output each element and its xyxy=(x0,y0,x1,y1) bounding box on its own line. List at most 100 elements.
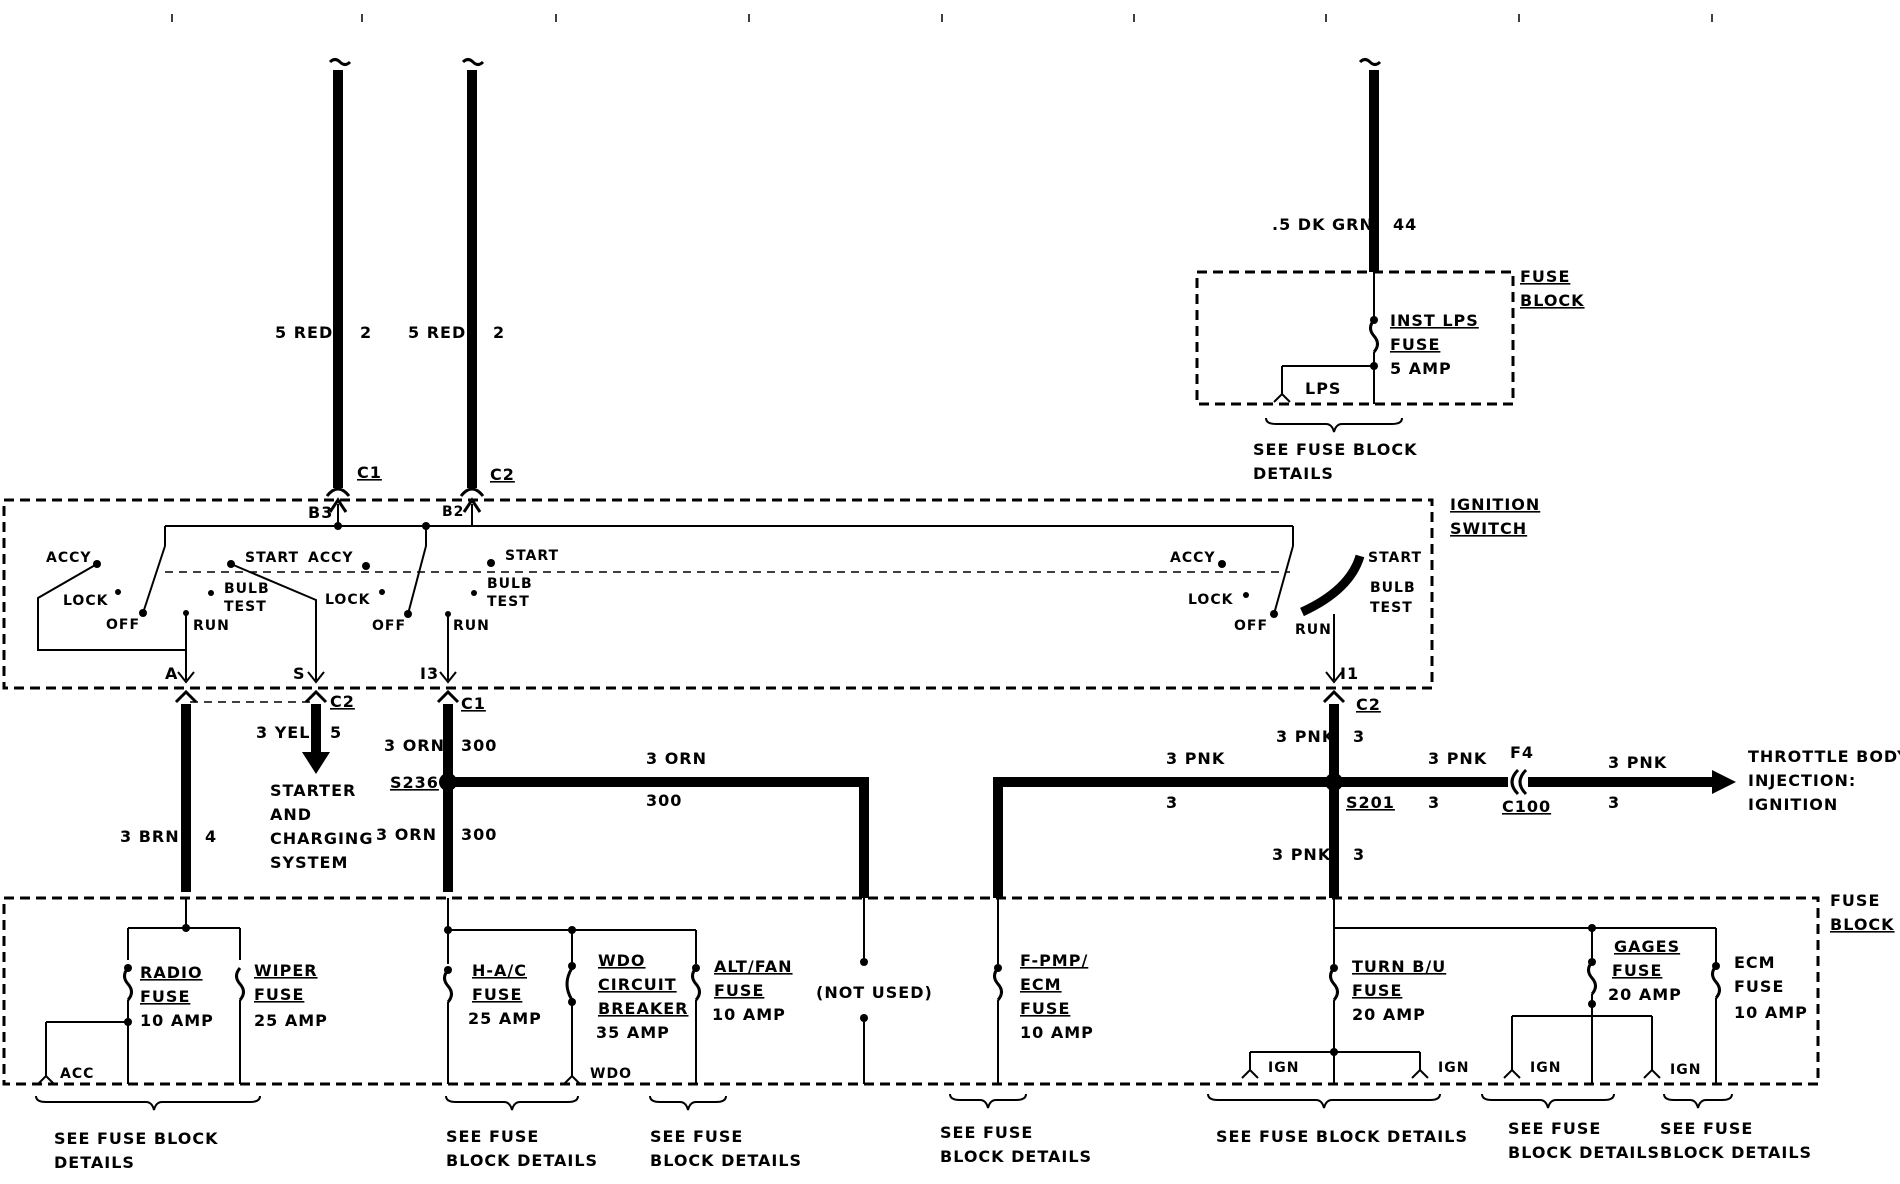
fuse-name: FUSE xyxy=(140,987,190,1006)
wire-c1-top: 5 RED 2 C1 xyxy=(275,58,381,497)
pin-label: A xyxy=(165,664,178,683)
fuse-block-title: BLOCK xyxy=(1520,291,1585,310)
connector-label: C100 xyxy=(1502,797,1551,816)
position-label: TEST xyxy=(1370,600,1413,616)
fuse-name: F-PMP/ xyxy=(1020,951,1088,970)
pin-label: S xyxy=(293,664,306,683)
fuse-name: ALT/FAN xyxy=(714,957,793,976)
breaker-name: BREAKER xyxy=(598,999,688,1018)
details-label: BLOCK DETAILS xyxy=(940,1147,1092,1166)
destination-label: INJECTION: xyxy=(1748,771,1856,790)
splice-label: S201 xyxy=(1346,793,1395,812)
details-label: SEE FUSE xyxy=(940,1123,1033,1142)
terminal-label: LPS xyxy=(1305,379,1341,398)
details-label: BLOCK DETAILS xyxy=(1508,1143,1660,1162)
position-label: ACCY xyxy=(308,550,354,566)
position-label: BULB xyxy=(487,576,533,592)
details-label: DETAILS xyxy=(54,1153,135,1172)
connector-label: C1 xyxy=(461,694,486,713)
circuit-number: 3 xyxy=(1428,793,1440,812)
details-label: SEE FUSE xyxy=(650,1127,743,1146)
details-label: BLOCK DETAILS xyxy=(1660,1143,1812,1162)
details-top: SEE FUSE BLOCK DETAILS xyxy=(1253,417,1416,483)
position-label: OFF xyxy=(1234,618,1268,634)
fuse-name: ECM xyxy=(1020,975,1062,994)
wire-label: 5 RED xyxy=(408,323,466,342)
pin-label: B3 xyxy=(308,503,333,522)
connector-label: F4 xyxy=(1510,743,1534,762)
destination-label: CHARGING xyxy=(270,829,373,848)
wire-orn: C1 S236 3 ORN 300 3 ORN 300 3 ORN 300 xyxy=(376,689,869,898)
position-label: ACCY xyxy=(1170,550,1216,566)
breaker-name: WDO xyxy=(598,951,646,970)
details-label: SEE FUSE xyxy=(446,1127,539,1146)
destination-label: STARTER xyxy=(270,781,356,800)
wire-label: 3 PNK xyxy=(1272,845,1331,864)
fuse-amp: 10 AMP xyxy=(1734,1003,1808,1022)
details-label: SEE FUSE xyxy=(1660,1119,1753,1138)
wire-label: 3 PNK xyxy=(1276,727,1335,746)
wire-label: 3 PNK xyxy=(1166,749,1225,768)
fuse-name: TURN B/U xyxy=(1352,957,1446,976)
circuit-number: 44 xyxy=(1393,215,1417,234)
fuse-amp: 5 AMP xyxy=(1390,359,1452,378)
wire-label: 3 YEL xyxy=(256,723,310,742)
switch-title: IGNITION xyxy=(1450,495,1540,514)
wire-label: 3 ORN xyxy=(646,749,707,768)
wire-pnk: C2 S201 3 PNK 3 3 PNK 3 3 PNK 3 F4 C100 … xyxy=(993,689,1900,898)
fuse-name: GAGES xyxy=(1614,937,1680,956)
position-label: ACCY xyxy=(46,550,92,566)
fuse-name: FUSE xyxy=(1734,977,1784,996)
pin-label: B2 xyxy=(442,504,464,520)
fuse-name: INST LPS xyxy=(1390,311,1479,330)
circuit-number: 3 xyxy=(1353,727,1365,746)
position-label: LOCK xyxy=(63,593,109,609)
circuit-number: 300 xyxy=(461,736,497,755)
switch-title: SWITCH xyxy=(1450,519,1527,538)
details-label: DETAILS xyxy=(1253,464,1334,483)
circuit-number: 2 xyxy=(493,323,505,342)
wire-yel: C2 3 YEL 5 STARTER AND CHARGING SYSTEM xyxy=(256,689,373,872)
fuse-amp: 10 AMP xyxy=(1020,1023,1094,1042)
wire-label: .5 DK GRN xyxy=(1272,215,1374,234)
position-label: LOCK xyxy=(325,592,371,608)
fuse-name: FUSE xyxy=(1352,981,1402,1000)
fuse-name: FUSE xyxy=(714,981,764,1000)
details-label: SEE FUSE BLOCK xyxy=(54,1129,218,1148)
splice-label: S236 xyxy=(390,773,439,792)
destination-label: AND xyxy=(270,805,312,824)
circuit-number: 5 xyxy=(330,723,342,742)
wire-label: 5 RED xyxy=(275,323,333,342)
circuit-number: 2 xyxy=(360,323,372,342)
fuse-name: RADIO xyxy=(140,963,203,982)
fuse-amp: 10 AMP xyxy=(712,1005,786,1024)
wire-label: 3 ORN xyxy=(384,736,445,755)
wire-label: 3 ORN xyxy=(376,825,437,844)
terminal-label: IGN xyxy=(1268,1060,1299,1076)
destination-label: THROTTLE BODY xyxy=(1748,747,1900,766)
position-label: RUN xyxy=(193,618,230,634)
position-label: BULB xyxy=(224,581,270,597)
details-label: BLOCK DETAILS xyxy=(446,1151,598,1170)
fuse-amp: 10 AMP xyxy=(140,1011,214,1030)
circuit-number: 3 xyxy=(1166,793,1178,812)
breaker-name: CIRCUIT xyxy=(598,975,677,994)
position-label: BULB xyxy=(1370,580,1416,596)
fuse-name: WIPER xyxy=(254,961,318,980)
terminal-label: WDO xyxy=(590,1066,632,1082)
not-used-label: (NOT USED) xyxy=(816,983,933,1002)
position-label: START xyxy=(505,548,559,564)
details-label: BLOCK DETAILS xyxy=(650,1151,802,1170)
position-label: LOCK xyxy=(1188,592,1234,608)
position-label: RUN xyxy=(453,618,490,634)
position-label: OFF xyxy=(372,618,406,634)
fuse-amp: 20 AMP xyxy=(1608,985,1682,1004)
circuit-number: 300 xyxy=(646,791,682,810)
terminal-label: ACC xyxy=(60,1066,94,1082)
fuse-name: FUSE xyxy=(254,985,304,1004)
fuse-name: FUSE xyxy=(472,985,522,1004)
wire-label: 3 BRN xyxy=(120,827,180,846)
details-label: SEE FUSE xyxy=(1508,1119,1601,1138)
breaker-amp: 35 AMP xyxy=(596,1023,670,1042)
fuse-name: FUSE xyxy=(1020,999,1070,1018)
